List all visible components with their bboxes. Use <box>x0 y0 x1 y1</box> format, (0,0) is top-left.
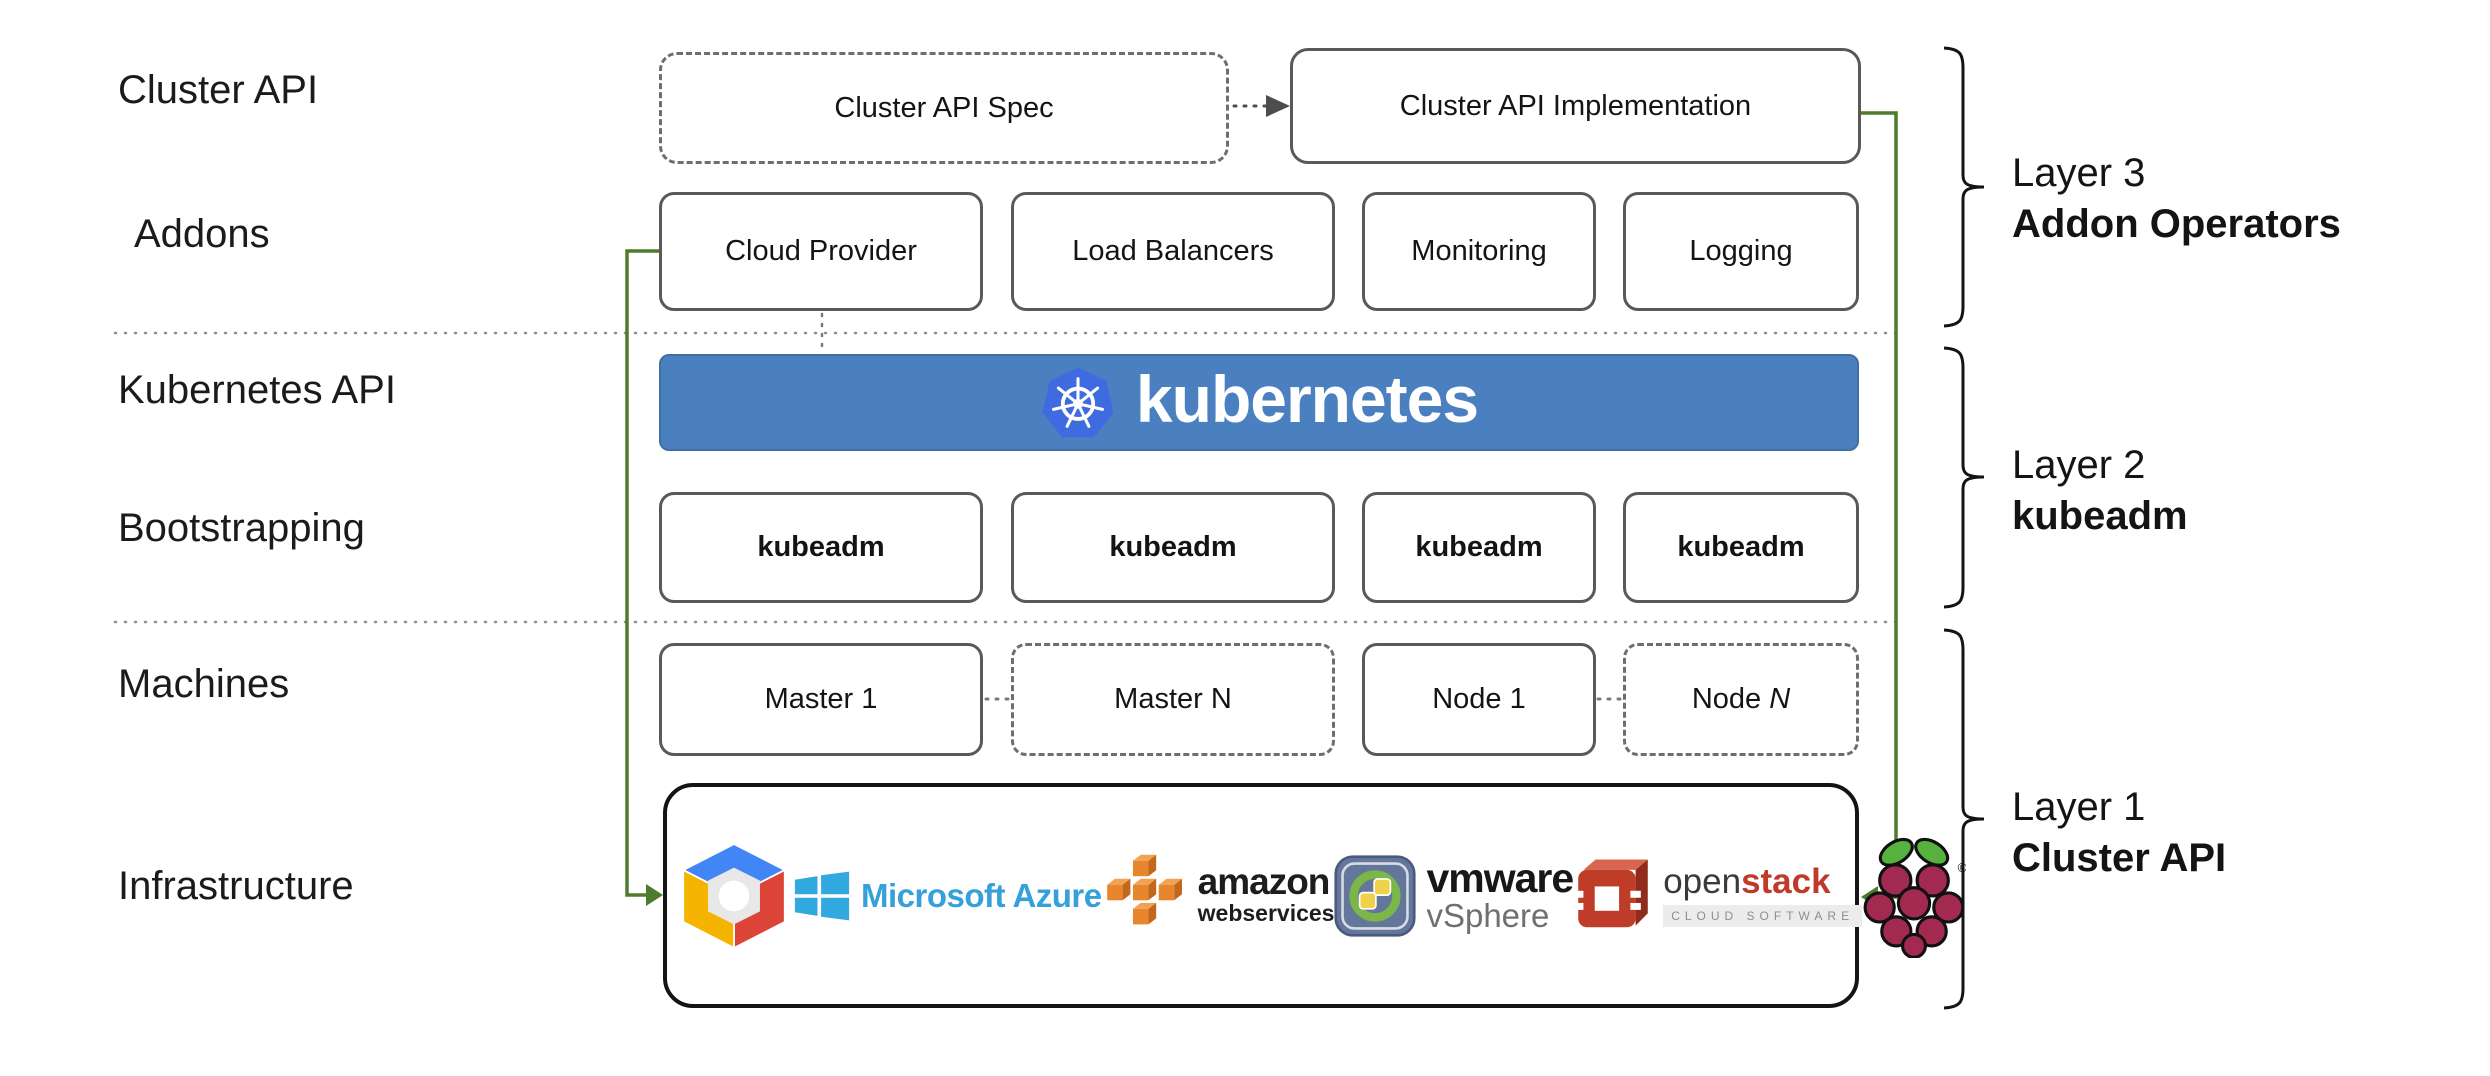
layer-1-label: Layer 1 Cluster API <box>2012 782 2226 884</box>
provider-google-cloud <box>675 843 793 948</box>
green-connector-left <box>625 249 659 897</box>
layer-2-title: Layer 2 <box>2012 443 2146 487</box>
aws-cubes-icon <box>1106 854 1182 924</box>
vmware-vsphere-icon <box>1334 854 1417 937</box>
provider-openstack: openstack CLOUD SOFTWARE <box>1573 856 1863 936</box>
node-n-label: Node <box>1691 683 1762 715</box>
kubernetes-logo-icon <box>1042 366 1114 437</box>
vsphere-label: vSphere <box>1426 896 1550 934</box>
addon-box-load-balancers: Load Balancers <box>1011 192 1335 311</box>
brace-layer-3 <box>1943 46 1985 328</box>
row-label-machines: Machines <box>118 662 290 706</box>
openstack-sublabel: CLOUD SOFTWARE <box>1663 905 1863 927</box>
layer-1-title: Layer 1 <box>2012 785 2146 829</box>
brace-layer-2 <box>1943 346 1985 609</box>
row-label-bootstrapping: Bootstrapping <box>118 506 365 550</box>
layer-1-subtitle: Cluster API <box>2012 836 2227 880</box>
green-connector-left-arrowhead-icon <box>646 884 663 906</box>
layer-2-label: Layer 2 kubeadm <box>2012 440 2188 542</box>
node-n-italic-suffix: N <box>1769 683 1791 715</box>
openstack-icon <box>1573 858 1648 927</box>
layer-3-title: Layer 3 <box>2012 151 2146 195</box>
kubeadm-box-2: kubeadm <box>1011 492 1335 603</box>
row-label-addons: Addons <box>134 212 270 256</box>
provider-raspberry-pi: ® <box>1862 834 1966 958</box>
kubeadm-box-3: kubeadm <box>1362 492 1596 603</box>
kubernetes-wordmark: kubernetes <box>1135 361 1479 436</box>
row-label-cluster-api: Cluster API <box>118 68 319 112</box>
machine-box-master-1: Master 1 <box>659 643 983 756</box>
row-label-kubernetes-api: Kubernetes API <box>118 368 396 412</box>
machine-box-node-1: Node 1 <box>1362 643 1596 756</box>
cluster-api-implementation-box: Cluster API Implementation <box>1290 48 1861 164</box>
azure-label: Microsoft Azure <box>861 876 1102 914</box>
layer-2-subtitle: kubeadm <box>2012 494 2188 538</box>
green-connector-right <box>1861 111 1898 899</box>
azure-icon <box>794 871 850 920</box>
layer-3-subtitle: Addon Operators <box>2012 202 2341 246</box>
provider-vmware-vsphere: vmware vSphere <box>1334 854 1574 937</box>
addon-box-monitoring: Monitoring <box>1362 192 1596 311</box>
kubeadm-box-1: kubeadm <box>659 492 983 603</box>
svg-text:®: ® <box>1958 861 1966 875</box>
aws-label-amazon: amazon <box>1197 861 1331 903</box>
vmware-label: vmware <box>1426 854 1574 901</box>
addon-box-cloud-provider: Cloud Provider <box>659 192 983 311</box>
openstack-label: openstack <box>1663 862 1831 901</box>
layer-3-label: Layer 3 Addon Operators <box>2012 148 2341 250</box>
provider-microsoft-azure: Microsoft Azure <box>793 868 1102 924</box>
spec-to-impl-arrowhead-icon <box>1266 95 1290 117</box>
infrastructure-box: Microsoft Azure <box>663 783 1966 1008</box>
provider-amazon-web-services: amazon webservices <box>1102 853 1335 939</box>
machine-box-node-n: Node N <box>1623 643 1859 756</box>
raspberry-pi-icon: ® <box>1863 837 1966 958</box>
machine-box-master-n: Master N <box>1011 643 1335 756</box>
addon-box-logging: Logging <box>1623 192 1859 311</box>
google-cloud-icon <box>681 843 787 948</box>
row-label-infrastructure: Infrastructure <box>118 864 354 908</box>
kubeadm-box-4: kubeadm <box>1623 492 1859 603</box>
aws-label-webservices: webservices <box>1197 899 1335 926</box>
cluster-api-spec-box: Cluster API Spec <box>659 52 1229 164</box>
kubernetes-banner: kubernetes <box>659 354 1859 451</box>
